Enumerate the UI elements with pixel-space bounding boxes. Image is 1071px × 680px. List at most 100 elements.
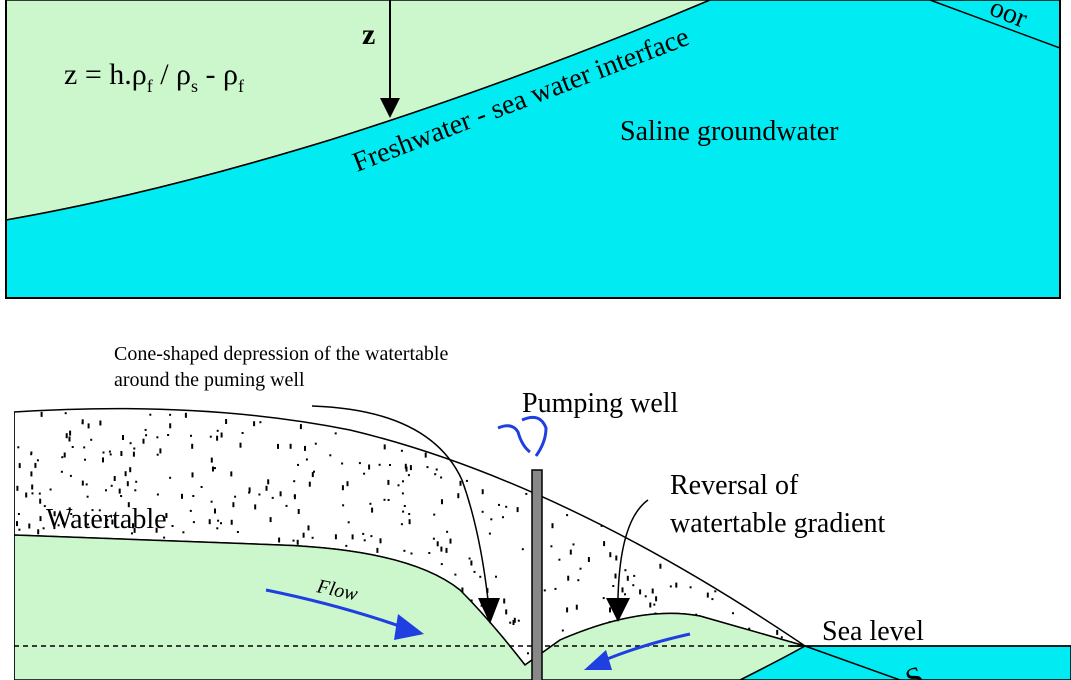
sand-dot	[99, 420, 102, 426]
sand-dot	[60, 470, 63, 473]
sand-dot	[91, 509, 94, 512]
sand-dot	[71, 446, 74, 448]
sand-dot	[236, 531, 239, 533]
sea-floor-line	[929, 0, 1060, 49]
sand-dot	[293, 494, 296, 500]
sand-dot	[293, 480, 296, 483]
sand-dot	[259, 421, 262, 424]
sand-dot	[30, 471, 33, 477]
sand-dot	[182, 531, 185, 534]
sand-dot	[341, 462, 344, 465]
ghyben-herzberg-equation: z = h.ρf / ρs - ρf	[64, 58, 244, 96]
sand-dot	[626, 575, 629, 581]
sand-dot	[217, 519, 220, 522]
sand-dot	[400, 523, 403, 526]
sand-dot	[614, 573, 617, 579]
sand-dot	[30, 451, 33, 454]
sand-dot	[118, 488, 121, 494]
sand-dot	[558, 558, 561, 561]
sand-dot	[156, 436, 159, 439]
sand-dot	[102, 451, 105, 454]
sand-dot	[513, 617, 516, 623]
sand-dot	[346, 481, 349, 487]
sand-dot	[512, 620, 515, 625]
sand-dot	[248, 491, 251, 494]
sand-dot	[566, 514, 569, 517]
sand-dot	[106, 526, 109, 528]
sand-stipple	[16, 411, 783, 655]
sand-dot	[69, 474, 72, 477]
cone-note-line2: around the puming well	[114, 369, 305, 391]
sand-dot	[521, 548, 524, 551]
sand-dot	[376, 547, 379, 553]
flow-arrow-seaward-head	[584, 650, 612, 670]
sand-dot	[449, 538, 452, 544]
z-arrow-head	[380, 98, 400, 118]
pumping-well-label: Pumping well	[522, 388, 679, 419]
sand-dot	[65, 433, 68, 439]
sand-dot	[220, 432, 223, 438]
sand-dot	[551, 523, 554, 529]
top-panel-frame	[5, 0, 1061, 299]
sand-dot	[459, 480, 462, 486]
sand-dot	[208, 519, 211, 525]
sand-dot	[25, 492, 28, 498]
sand-dot	[167, 434, 170, 436]
sand-dot	[633, 574, 636, 577]
sand-dot	[248, 487, 251, 493]
sand-dot	[209, 435, 212, 438]
sand-dot	[214, 508, 216, 514]
sand-dot	[516, 507, 519, 513]
sand-dot	[113, 476, 116, 481]
sand-dot	[567, 575, 570, 581]
sand-dot	[351, 534, 354, 540]
sand-dot	[87, 423, 90, 429]
sand-dot	[265, 485, 268, 491]
sand-dot	[711, 598, 714, 601]
sand-dot	[561, 629, 564, 632]
sand-dot	[432, 537, 435, 540]
sand-dot	[42, 527, 45, 530]
sand-dot	[142, 438, 145, 444]
sand-dot	[602, 597, 605, 600]
sand-dot	[362, 532, 365, 535]
sand-dot	[445, 547, 448, 553]
sand-dot	[37, 529, 40, 535]
sand-dot	[34, 462, 37, 468]
sand-dot	[105, 489, 107, 492]
sand-dot	[216, 435, 219, 441]
flow-arrow-landward	[265, 588, 406, 630]
sand-dot	[440, 476, 443, 479]
sand-dot	[111, 519, 114, 525]
sand-dot	[43, 505, 46, 508]
sand-dot	[296, 539, 299, 545]
sand-dot	[689, 586, 692, 589]
sand-dot	[311, 536, 314, 539]
sand-dot	[632, 584, 635, 587]
sand-dot	[479, 575, 482, 578]
sand-dot	[212, 466, 214, 472]
sand-dot	[169, 476, 172, 479]
sand-dot	[400, 449, 403, 452]
sand-dot	[706, 592, 709, 598]
sand-dot	[405, 466, 408, 472]
sand-dot	[481, 489, 484, 495]
sea-zone	[739, 645, 1071, 680]
sand-dot	[403, 505, 406, 507]
sand-dot	[379, 538, 382, 544]
sand-dot	[402, 480, 404, 483]
sand-dot	[18, 528, 21, 531]
sand-dot	[311, 472, 314, 478]
sand-dot	[81, 480, 84, 486]
sand-dot	[126, 481, 129, 487]
sand-dot	[612, 585, 615, 587]
sand-dot	[624, 593, 626, 596]
sand-dot	[401, 492, 404, 495]
sand-dot	[241, 432, 244, 434]
sand-dot	[269, 517, 272, 523]
sand-dot	[383, 444, 386, 450]
sand-dot	[470, 560, 473, 566]
sand-dot	[17, 446, 20, 449]
sand-dot	[64, 412, 67, 415]
